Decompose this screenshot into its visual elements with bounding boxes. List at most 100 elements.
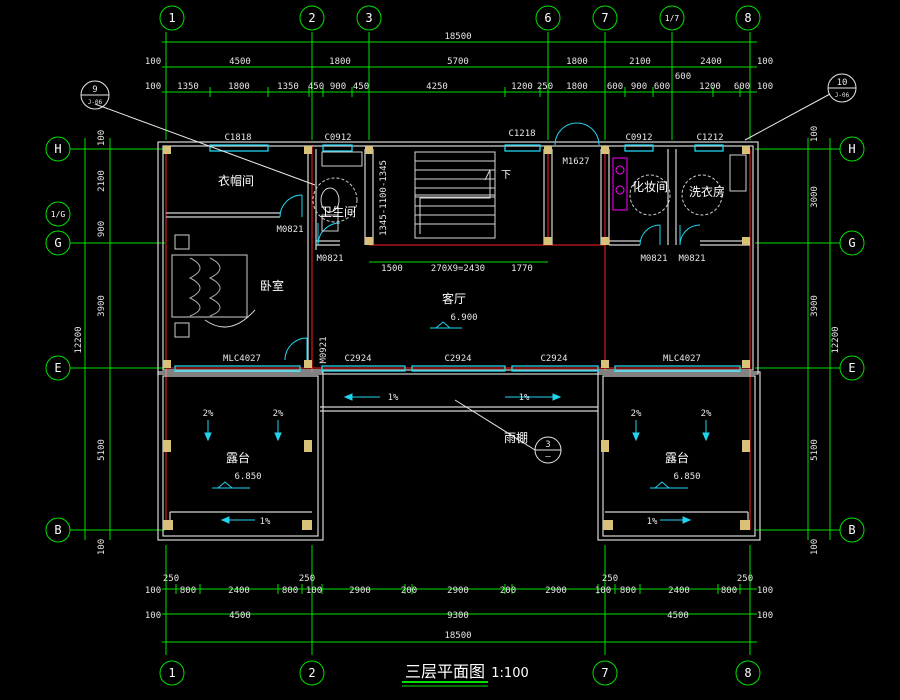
svg-text:900: 900 — [97, 221, 107, 237]
drawing-title: 三层平面图 1:100 — [402, 662, 529, 687]
svg-text:100: 100 — [757, 57, 773, 67]
svg-text:9300: 9300 — [447, 611, 469, 621]
svg-text:100: 100 — [757, 611, 773, 621]
grid-right-g: G — [848, 236, 855, 250]
grid-right-h: H — [848, 142, 855, 156]
grid-top-6: 6 — [544, 11, 551, 25]
grid-bubbles-top: 1 2 3 6 7 1/7 8 — [159, 5, 761, 31]
scale-text: 1:100 — [491, 666, 528, 681]
svg-text:250: 250 — [602, 574, 618, 584]
grid-top-3: 3 — [365, 11, 372, 25]
svg-text:1200: 1200 — [699, 82, 721, 92]
room-bath: 卫生间 — [320, 205, 356, 219]
svg-text:3: 3 — [545, 440, 550, 450]
grid-bubbles-left: H 1/G G E B — [45, 136, 71, 543]
svg-text:1800: 1800 — [566, 82, 588, 92]
svg-text:200: 200 — [500, 586, 516, 596]
grid-top-1-7: 1/7 — [665, 14, 680, 23]
label-m0821-makeup: M0821 — [640, 254, 667, 264]
label-c0912-b: C0912 — [625, 133, 652, 143]
svg-text:800: 800 — [180, 586, 196, 596]
detail-ref-10: 10 J-06 — [827, 73, 857, 103]
svg-text:270X9=2430: 270X9=2430 — [431, 264, 485, 274]
grid-bottom-1: 1 — [168, 666, 175, 680]
svg-text:250: 250 — [163, 574, 179, 584]
svg-text:200: 200 — [401, 586, 417, 596]
grid-top-1: 1 — [168, 11, 175, 25]
level-markers — [212, 321, 688, 489]
windows — [174, 144, 741, 372]
label-c1818: C1818 — [224, 133, 251, 143]
svg-text:800: 800 — [721, 586, 737, 596]
detail-ref-9: 9 J-06 — [80, 80, 110, 110]
svg-text:250: 250 — [537, 82, 553, 92]
slope-arrows — [204, 393, 710, 524]
svg-text:100: 100 — [810, 126, 820, 142]
svg-text:1350: 1350 — [177, 82, 199, 92]
slope-labels: 1% 1% 2% 2% 2% 2% 1% 1% — [203, 393, 712, 527]
label-c2924-1: C2924 — [344, 354, 371, 364]
label-c0912-a: C0912 — [324, 133, 351, 143]
svg-text:250: 250 — [299, 574, 315, 584]
grid-top-7: 7 — [601, 11, 608, 25]
svg-text:3900: 3900 — [810, 295, 820, 317]
svg-text:250: 250 — [737, 574, 753, 584]
svg-text:2400: 2400 — [700, 57, 722, 67]
svg-text:600: 600 — [734, 82, 750, 92]
svg-text:600: 600 — [675, 72, 691, 82]
svg-text:600: 600 — [654, 82, 670, 92]
stair-dims: 1500 270X9=2430 1770 1345-1100-1345 — [369, 160, 548, 274]
label-m0921: M0921 — [319, 336, 329, 363]
columns — [163, 146, 750, 530]
svg-text:1500: 1500 — [381, 264, 403, 274]
svg-text:9: 9 — [92, 85, 97, 95]
svg-text:2900: 2900 — [545, 586, 567, 596]
grid-left-h: H — [54, 142, 61, 156]
svg-text:2%: 2% — [631, 409, 642, 419]
label-m1627: M1627 — [562, 157, 589, 167]
svg-text:100: 100 — [145, 57, 161, 67]
svg-text:100: 100 — [306, 586, 322, 596]
grid-right-b: B — [848, 523, 855, 537]
svg-text:100: 100 — [145, 611, 161, 621]
dim-text-left: 100 2100 900 3900 5100 12200 100 — [74, 130, 107, 555]
label-c2924-2: C2924 — [444, 354, 471, 364]
svg-text:100: 100 — [595, 586, 611, 596]
svg-text:900: 900 — [330, 82, 346, 92]
svg-text:4250: 4250 — [426, 82, 448, 92]
svg-text:450: 450 — [308, 82, 324, 92]
svg-text:J-06: J-06 — [835, 92, 850, 99]
living-level: 6.900 — [450, 313, 477, 323]
label-m0821-laundry: M0821 — [678, 254, 705, 264]
doors — [279, 122, 701, 361]
grid-bubbles-right: H G E B — [839, 136, 865, 543]
dim-text-right: 100 3000 3900 5100 12200 100 — [810, 126, 841, 555]
svg-text:800: 800 — [282, 586, 298, 596]
svg-text:5100: 5100 — [97, 439, 107, 461]
grid-left-g: G — [54, 236, 61, 250]
room-living: 客厅 — [442, 291, 466, 306]
opening-labels: C1818 C0912 C1218 M1627 C0912 C1212 M082… — [223, 129, 724, 364]
label-mlc4027-right: MLC4027 — [663, 354, 701, 364]
room-labels: 衣帽间 卫生间 卧室 客厅 6.900 化妆间 洗衣房 下 雨棚 露台 6.85… — [218, 170, 725, 482]
svg-text:12200: 12200 — [831, 326, 841, 353]
svg-text:100: 100 — [757, 82, 773, 92]
grid-left-e: E — [54, 361, 61, 375]
dim-text-bottom: 100 250 800 2400 800 250 100 2900 200 29… — [145, 574, 773, 641]
svg-text:1800: 1800 — [329, 57, 351, 67]
label-m0821-bath: M0821 — [316, 254, 343, 264]
room-laundry: 洗衣房 — [689, 184, 725, 199]
terrace-right-level: 6.850 — [673, 472, 700, 482]
room-canopy: 雨棚 — [504, 430, 528, 445]
grid-left-b: B — [54, 523, 61, 537]
room-terrace-right: 露台 — [665, 450, 689, 465]
grid-right-e: E — [848, 361, 855, 375]
svg-text:1770: 1770 — [511, 264, 533, 274]
svg-text:2400: 2400 — [668, 586, 690, 596]
svg-text:900: 900 — [631, 82, 647, 92]
room-closet: 衣帽间 — [218, 173, 254, 188]
detail-ref-3: 3 — — [534, 436, 562, 464]
grid-bottom-8: 8 — [744, 666, 751, 680]
room-terrace-left: 露台 — [226, 450, 250, 465]
